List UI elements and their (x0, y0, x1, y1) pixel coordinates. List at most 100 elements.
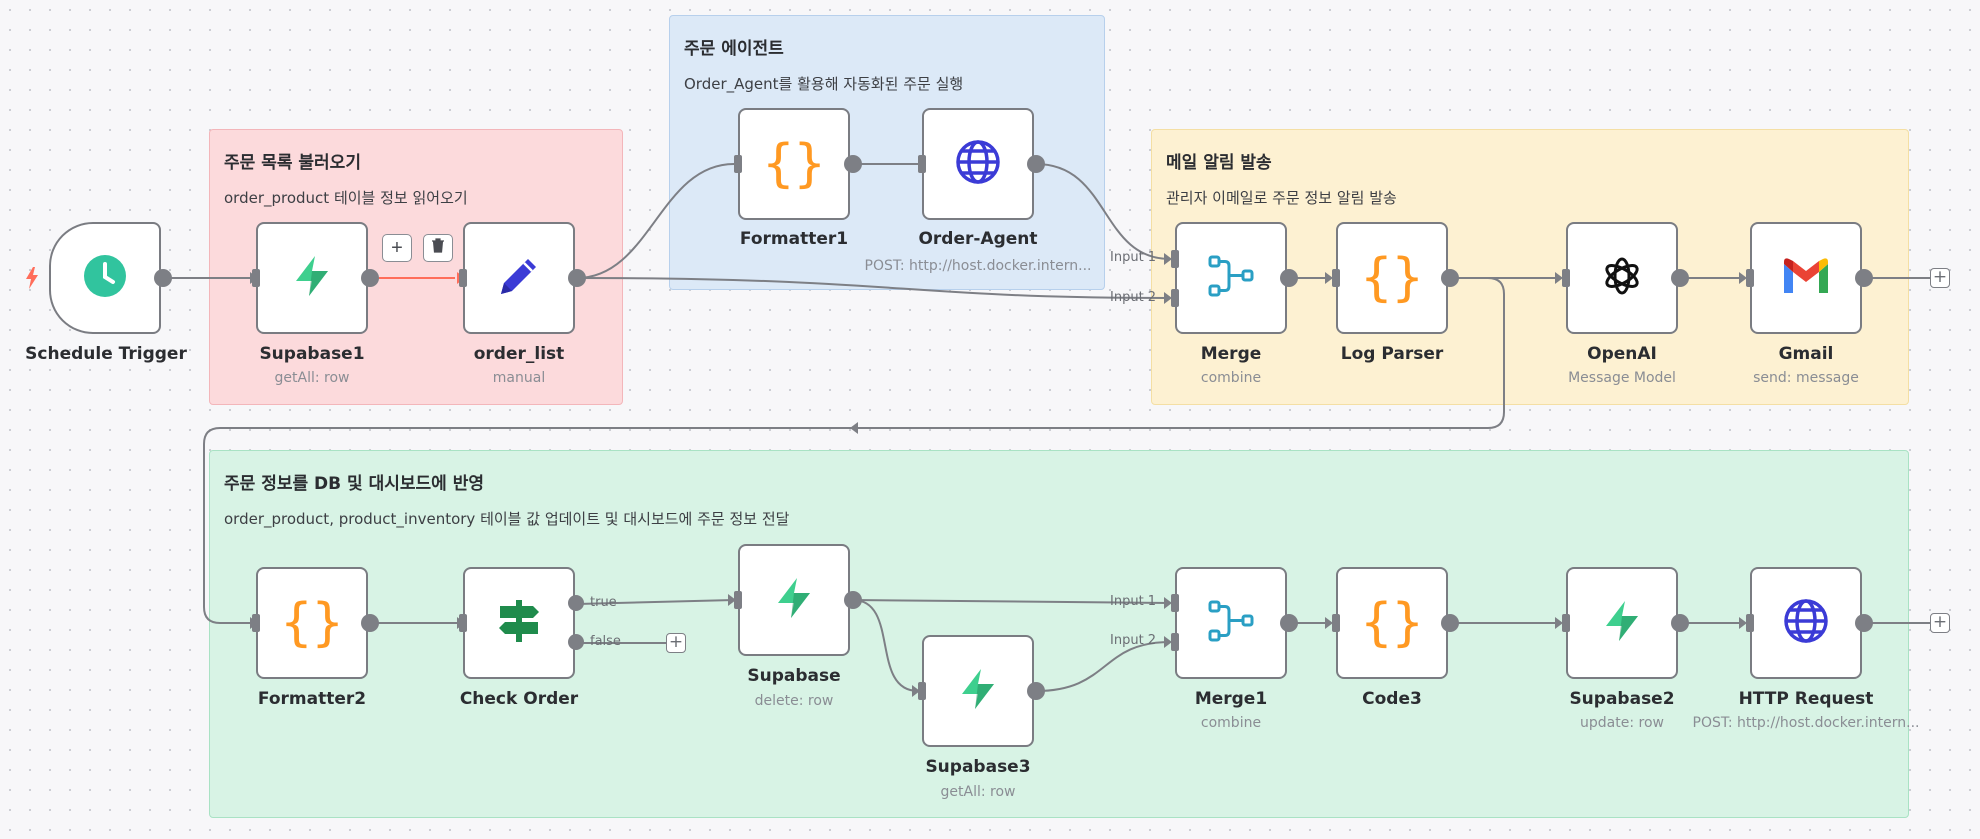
node-label: Merge1 (1194, 689, 1268, 709)
node-label: Order-Agent (918, 229, 1038, 249)
input-port[interactable] (459, 614, 467, 632)
node-formatter2[interactable]: {} (256, 567, 368, 679)
sticky-title: 주문 에이전트 (684, 39, 784, 59)
supabase-icon (1600, 599, 1644, 648)
output-port[interactable] (1027, 682, 1045, 700)
node-order-list[interactable] (463, 222, 575, 334)
output-port[interactable] (1280, 269, 1298, 287)
wire-orderlist-formatter1 (576, 163, 735, 279)
wire-supabase-merge1-input1 (852, 599, 1171, 604)
node-log-parser[interactable]: {} (1336, 222, 1448, 334)
wire-orderlist-merge-input2 (576, 277, 1171, 299)
input-port[interactable] (252, 269, 260, 287)
node-label: Supabase1 (259, 344, 365, 364)
wire-supabase-supabase3 (852, 599, 919, 692)
input-port[interactable] (1171, 633, 1179, 651)
node-label: Schedule Trigger (25, 344, 187, 364)
code-braces-icon: {} (1360, 593, 1424, 653)
node-formatter1[interactable]: {} (738, 108, 850, 220)
sticky-description: order_product, product_inventory 테이블 값 업… (224, 510, 790, 528)
input-port[interactable] (1746, 614, 1754, 632)
code-braces-icon: {} (762, 134, 826, 194)
gmail-icon (1781, 256, 1831, 301)
true-output-port[interactable] (568, 595, 584, 611)
input-port[interactable] (1332, 269, 1340, 287)
node-subtitle: combine (1200, 370, 1262, 386)
signpost-icon (495, 597, 543, 650)
node-gmail[interactable] (1750, 222, 1862, 334)
input-port[interactable] (918, 682, 926, 700)
node-subtitle: getAll: row (940, 784, 1016, 800)
node-label: Log Parser (1340, 344, 1444, 364)
node-code3[interactable]: {} (1336, 567, 1448, 679)
node-supabase1[interactable] (256, 222, 368, 334)
input-label: Input 2 (1110, 290, 1157, 305)
node-label: Supabase3 (925, 757, 1031, 777)
node-supabase3[interactable] (922, 635, 1034, 747)
output-port[interactable] (844, 591, 862, 609)
input-port[interactable] (1171, 250, 1179, 268)
node-label: HTTP Request (1738, 689, 1874, 709)
wire-agent-merge-input1 (1035, 163, 1171, 260)
supabase-icon (772, 576, 816, 625)
output-port[interactable] (361, 614, 379, 632)
wire-true-supabase (576, 599, 735, 605)
node-order-agent[interactable] (922, 108, 1034, 220)
input-port[interactable] (1562, 614, 1570, 632)
true-branch-label: true (590, 595, 617, 610)
node-merge[interactable] (1175, 222, 1287, 334)
add-next-node-button[interactable]: + (1930, 613, 1950, 633)
false-output-port[interactable] (568, 634, 584, 650)
output-port[interactable] (844, 155, 862, 173)
globe-icon (955, 139, 1001, 190)
add-node-button[interactable]: + (382, 234, 412, 262)
node-supabase[interactable] (738, 544, 850, 656)
output-port[interactable] (154, 269, 172, 287)
input-port[interactable] (734, 591, 742, 609)
input-label: Input 1 (1110, 250, 1157, 265)
output-port[interactable] (1671, 614, 1689, 632)
input-port[interactable] (1562, 269, 1570, 287)
wire-logparser-formatter2 (203, 277, 1505, 624)
input-port[interactable] (252, 614, 260, 632)
clock-icon (83, 254, 127, 303)
node-supabase2[interactable] (1566, 567, 1678, 679)
output-port[interactable] (1855, 614, 1873, 632)
node-merge1[interactable] (1175, 567, 1287, 679)
node-subtitle: send: message (1753, 370, 1859, 386)
output-port[interactable] (1671, 269, 1689, 287)
input-port[interactable] (1171, 594, 1179, 612)
output-port[interactable] (1027, 155, 1045, 173)
input-port[interactable] (1171, 289, 1179, 307)
output-port[interactable] (1280, 614, 1298, 632)
node-schedule-trigger[interactable] (49, 222, 161, 334)
input-port[interactable] (459, 269, 467, 287)
node-http-request[interactable] (1750, 567, 1862, 679)
trash-icon (431, 238, 445, 258)
node-label: Merge (1200, 344, 1262, 364)
node-check-order[interactable] (463, 567, 575, 679)
openai-icon (1598, 252, 1646, 305)
trigger-bolt-icon (26, 267, 38, 289)
output-port[interactable] (1441, 269, 1459, 287)
input-port[interactable] (918, 155, 926, 173)
output-port[interactable] (1855, 269, 1873, 287)
node-subtitle: manual (492, 370, 546, 386)
output-port[interactable] (361, 269, 379, 287)
supabase-icon (290, 254, 334, 303)
sticky-description: order_product 테이블 정보 읽어오기 (224, 189, 468, 207)
input-port[interactable] (1332, 614, 1340, 632)
sticky-title: 주문 목록 불러오기 (224, 153, 361, 173)
output-port[interactable] (568, 269, 586, 287)
node-label: Supabase (747, 666, 841, 686)
add-false-branch-button[interactable]: + (666, 633, 686, 653)
sticky-title: 메일 알림 발송 (1166, 153, 1272, 173)
merge-icon (1207, 252, 1255, 305)
input-port[interactable] (734, 155, 742, 173)
false-branch-label: false (590, 634, 621, 649)
add-next-node-button[interactable]: + (1930, 268, 1950, 288)
input-port[interactable] (1746, 269, 1754, 287)
delete-connection-button[interactable] (423, 234, 453, 262)
node-openai[interactable] (1566, 222, 1678, 334)
output-port[interactable] (1441, 614, 1459, 632)
